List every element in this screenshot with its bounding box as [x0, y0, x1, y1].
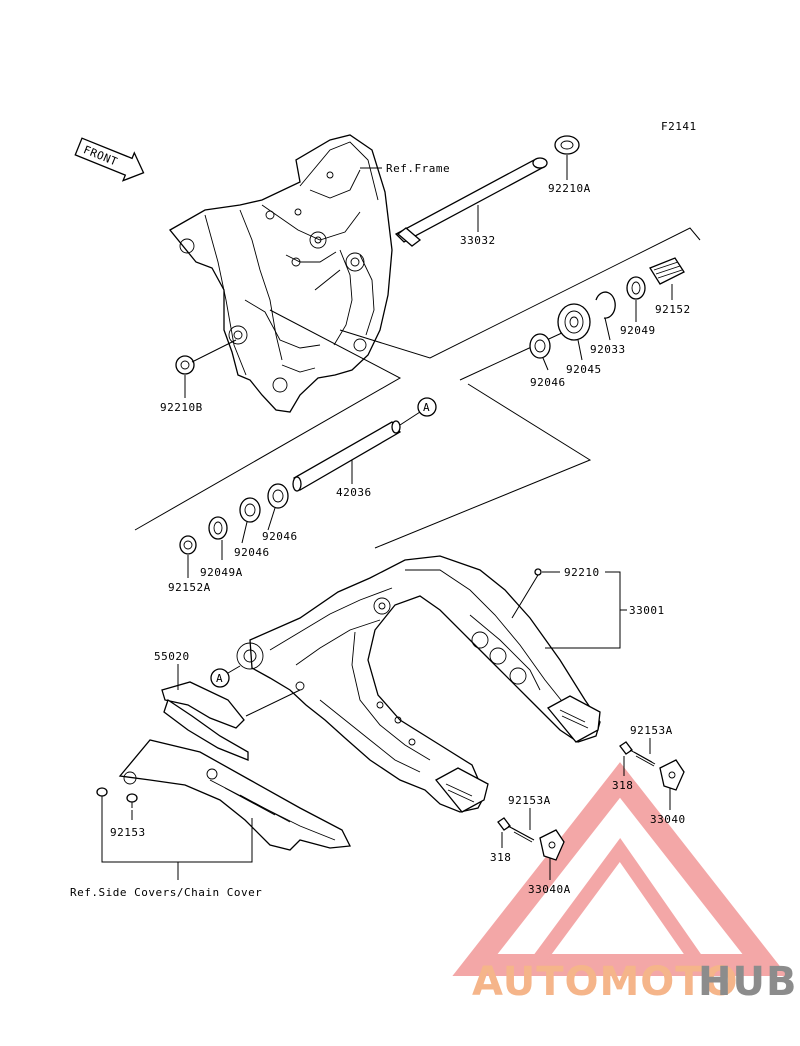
callout-a-lower-letter: A	[216, 672, 223, 685]
needle-bearing-92046-low	[239, 497, 261, 523]
label-92152A: 92152A	[168, 581, 211, 594]
label-92153A-mid: 92153A	[508, 794, 551, 807]
adjuster-bolt-92153A-mid	[497, 817, 535, 843]
label-92045: 92045	[566, 363, 602, 376]
nut-92210A	[554, 135, 580, 155]
label-42036: 42036	[336, 486, 372, 499]
label-92210A: 92210A	[548, 182, 591, 195]
swingarm-33001	[236, 555, 601, 813]
callout-a-lower	[210, 668, 230, 688]
label-92152: 92152	[655, 303, 691, 316]
nut-92210B	[175, 355, 195, 375]
dust-seal-92152	[649, 257, 685, 285]
label-92046-low: 92046	[234, 546, 270, 559]
label-318-right: 318	[612, 779, 633, 792]
chain-guard-55020	[161, 681, 301, 761]
label-92153A-right: 92153A	[630, 724, 673, 737]
pivot-shaft-33032	[394, 157, 548, 247]
chain-cover	[118, 739, 352, 851]
label-92210: 92210	[564, 566, 600, 579]
bolt-92153-b	[126, 793, 138, 808]
label-318-mid: 318	[490, 851, 511, 864]
watermark-word-auto: AUTOMOTO	[472, 959, 739, 1005]
figure-code: F2141	[661, 120, 697, 133]
oil-seal-92049A	[208, 516, 228, 540]
callout-a-top	[417, 397, 437, 417]
label-33032: 33032	[460, 234, 496, 247]
label-92046-top: 92046	[530, 376, 566, 389]
label-55020: 55020	[154, 650, 190, 663]
bolt-92153-a	[96, 787, 108, 800]
label-92153: 92153	[110, 826, 146, 839]
bearing-92045	[557, 303, 591, 341]
label-92049: 92049	[620, 324, 656, 337]
front-arrow-icon: FRONT	[74, 137, 145, 182]
label-92210B: 92210B	[160, 401, 203, 414]
label-92049A: 92049A	[200, 566, 243, 579]
label-33040: 33040	[650, 813, 686, 826]
watermark-logo-icon	[452, 762, 788, 976]
needle-bearing-92046-mid	[267, 483, 289, 509]
frame-drawing	[169, 134, 393, 413]
circlip-92033	[595, 291, 616, 319]
label-92033: 92033	[590, 343, 626, 356]
adjuster-plate-33040	[659, 759, 685, 791]
label-33040A: 33040A	[528, 883, 571, 896]
label-33001: 33001	[629, 604, 665, 617]
dust-seal-92152A	[179, 535, 197, 555]
oil-seal-92049	[626, 276, 646, 300]
callout-a-top-letter: A	[423, 401, 430, 414]
adjuster-bolt-92153A-right	[619, 741, 656, 767]
watermark-word-hub: HUB	[698, 959, 797, 1005]
label-ref-frame: Ref.Frame	[386, 162, 450, 175]
label-92046-mid: 92046	[262, 530, 298, 543]
needle-bearing-92046-top	[529, 333, 551, 359]
collar-42036	[292, 420, 401, 492]
label-ref-side-covers: Ref.Side Covers/Chain Cover	[70, 886, 262, 899]
adjuster-plate-33040A	[539, 829, 565, 861]
